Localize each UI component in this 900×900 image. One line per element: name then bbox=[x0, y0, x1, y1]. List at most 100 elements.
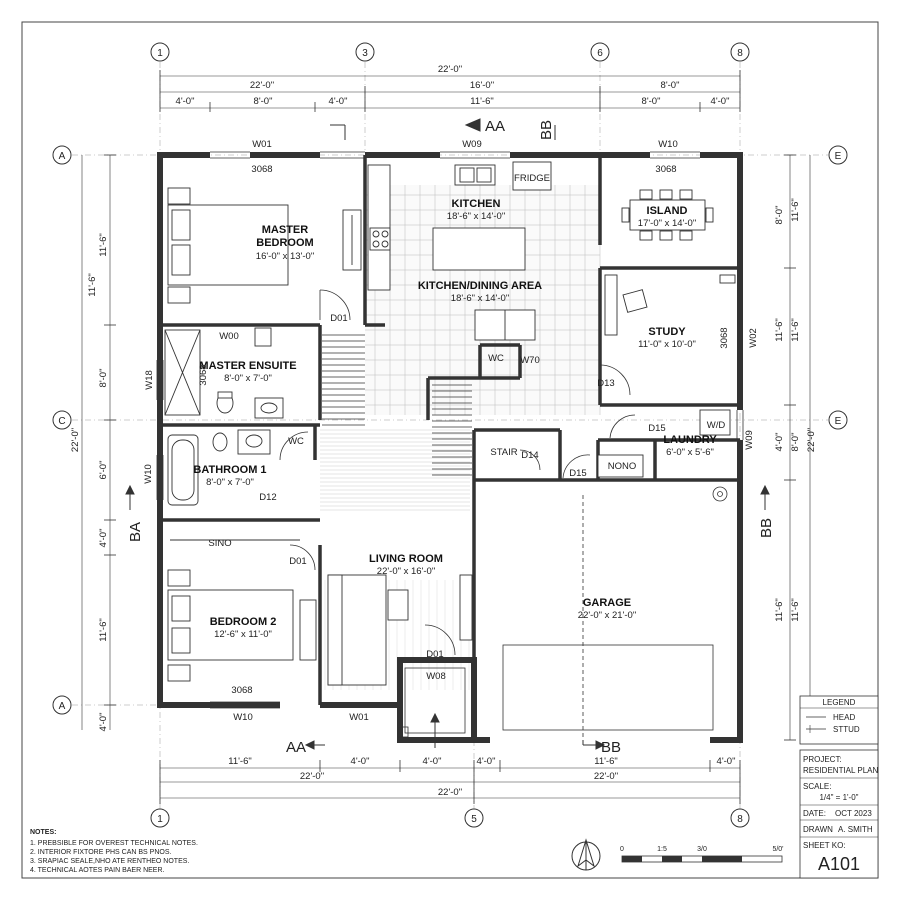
island-table bbox=[621, 189, 714, 241]
grid-label: E bbox=[835, 416, 842, 427]
tag: D01 bbox=[289, 556, 306, 567]
dim-text: 11'-6" bbox=[98, 618, 109, 642]
laundry-fixtures bbox=[597, 409, 731, 478]
scale-title: SCALE: bbox=[803, 782, 831, 791]
section-mark-bb: BB bbox=[538, 120, 555, 140]
grid-label: 5 bbox=[471, 814, 477, 825]
scale-value: 1/4" = 1'-0" bbox=[819, 793, 858, 802]
room-labels: MASTER BEDROOM 16'-0" x 13'-0" KITCHEN 1… bbox=[193, 198, 717, 640]
notes-title: NOTES: bbox=[30, 829, 56, 836]
tag: W01 bbox=[349, 712, 369, 723]
dim-text: 4'-0" bbox=[98, 713, 109, 732]
tag: 3068 bbox=[719, 327, 730, 348]
room-size: 17'-0" x 14'-0" bbox=[638, 218, 696, 229]
dim-text: 22'-0" bbox=[250, 80, 274, 91]
room-size: 18'-6" x 14'-0" bbox=[451, 293, 509, 304]
room-size: 6'-0" x 5'-6" bbox=[666, 447, 714, 458]
dim-text: 22'-0" bbox=[70, 428, 81, 452]
grid-label: A bbox=[59, 701, 66, 712]
scale-bar: 0 1:5 3/0 5/0' bbox=[620, 846, 784, 863]
garage-features bbox=[502, 486, 728, 740]
dim-text: 11'-6" bbox=[470, 96, 494, 107]
room-size: 16'-0" x 13'-0" bbox=[256, 251, 314, 262]
dim-text: 8'-0" bbox=[774, 206, 785, 225]
grid-bubble-top-6 bbox=[590, 42, 610, 62]
room-size: 8'-0" x 7'-0" bbox=[224, 373, 272, 384]
dim-text: 11'-6" bbox=[790, 198, 801, 222]
grid-bubbles: 1 3 6 8 1 5 8 A C A E E bbox=[52, 42, 848, 828]
grid-label: 8 bbox=[737, 48, 743, 59]
room-name-island: ISLAND bbox=[647, 205, 688, 217]
grid-bubble-top-1 bbox=[150, 42, 170, 62]
room-name-master-bedroom-2: BEDROOM bbox=[256, 237, 313, 249]
grid-bubble-left-c bbox=[52, 410, 72, 430]
dim-text: 8'-0" bbox=[254, 96, 273, 107]
top-dimensions: 22'-0" 22'-0" 16'-0" 8'-0" 4'-0" 8'-0" 4… bbox=[159, 64, 741, 112]
sheet-number: A101 bbox=[818, 854, 860, 874]
room-size: 11'-0" x 10'-0" bbox=[638, 339, 696, 350]
dim-text: 11'-6" bbox=[594, 756, 618, 767]
legend-item: STTUD bbox=[833, 725, 860, 734]
tag: 3068 bbox=[251, 164, 272, 175]
tag: W01 bbox=[252, 139, 272, 150]
room-name-laundry: LAUNDRY bbox=[663, 434, 717, 446]
dim-text: 4'-0" bbox=[717, 756, 736, 767]
tag: D14 bbox=[521, 450, 538, 461]
room-size: 18'-6" x 14'-0" bbox=[447, 211, 505, 222]
room-size: 8'-0" x 7'-0" bbox=[206, 477, 254, 488]
note-line: 4. TECHNICAL AOTES PAIN BAER NEER. bbox=[30, 867, 165, 874]
legend-item: HEAD bbox=[833, 713, 855, 722]
tag: WC bbox=[288, 436, 304, 447]
tag: NONO bbox=[608, 461, 637, 472]
dim-text: 8'-0" bbox=[661, 80, 680, 91]
grid-label: 8 bbox=[737, 814, 743, 825]
grid-label: 6 bbox=[597, 48, 603, 59]
note-line: 2. INTERIOR FIXTORE PHS CAN BS PNOS. bbox=[30, 849, 172, 856]
section-mark-aa-bottom: AA bbox=[286, 739, 306, 756]
right-dimensions: 8'-0" 11'-6" 4'-0" 11'-6" 11'-6" 11'-6" … bbox=[774, 154, 817, 741]
tag: W10 bbox=[658, 139, 678, 150]
dim-text: 11'-6" bbox=[87, 273, 98, 297]
room-name-master-ensuite: MASTER ENSUITE bbox=[199, 360, 296, 372]
tag: W70 bbox=[520, 355, 540, 366]
dim-text: 11'-6" bbox=[790, 598, 801, 622]
bottom-dimensions: 11'-6" 4'-0" 4'-0" 4'-0" 11'-6" 4'-0" 22… bbox=[159, 756, 741, 804]
legend: LEGEND HEAD STTUD bbox=[799, 695, 879, 745]
grid-bubble-top-8 bbox=[730, 42, 750, 62]
dim-text: 8'-0" bbox=[790, 433, 801, 452]
grid-bubble-right-e bbox=[828, 145, 848, 165]
grid-bubble-bottom-8 bbox=[730, 808, 750, 828]
tag: W10 bbox=[143, 464, 154, 484]
tag: W09 bbox=[744, 430, 755, 450]
grid-bubble-right-e2 bbox=[828, 410, 848, 430]
tag: 3068 bbox=[655, 164, 676, 175]
dim-text: 11'-6" bbox=[774, 318, 785, 342]
scale-label: 5/0' bbox=[772, 846, 783, 853]
grid-label: E bbox=[835, 151, 842, 162]
room-name-bathroom-1: BATHROOM 1 bbox=[193, 464, 266, 476]
room-name-living: LIVING ROOM bbox=[369, 553, 443, 565]
master-bed bbox=[167, 187, 362, 304]
door-swings bbox=[279, 289, 636, 656]
drawn-value: A. SMITH bbox=[838, 825, 873, 834]
tag-fridge: FRIDGE bbox=[514, 173, 550, 184]
bedroom2-bed bbox=[167, 539, 317, 682]
tag: W09 bbox=[462, 139, 482, 150]
section-mark-aa: AA bbox=[485, 118, 505, 135]
tag: W/D bbox=[707, 420, 726, 431]
legend-title: LEGEND bbox=[823, 698, 856, 707]
left-dimensions: 11'-6" 22'-0" 11'-6" 8'-0" 6'-0" 4'-0" 1… bbox=[70, 154, 116, 732]
room-name-master-bedroom: MASTER bbox=[262, 224, 309, 236]
dim-text: 22'-0" bbox=[438, 787, 462, 798]
dim-text: 22'-0" bbox=[806, 428, 817, 452]
dim-text: 4'-0" bbox=[329, 96, 348, 107]
stairs bbox=[322, 334, 472, 476]
study-furniture bbox=[604, 274, 736, 336]
dim-text: 16'-0" bbox=[470, 80, 494, 91]
dim-text: 6'-0" bbox=[98, 461, 109, 480]
tag: W02 bbox=[748, 328, 759, 348]
room-size: 22'-0" x 16'-0" bbox=[377, 566, 435, 577]
drawn-label: DRAWN bbox=[803, 825, 833, 834]
room-name-kitchen-dining: KITCHEN/DINING AREA bbox=[418, 280, 542, 292]
project-label: PROJECT: bbox=[803, 755, 842, 764]
